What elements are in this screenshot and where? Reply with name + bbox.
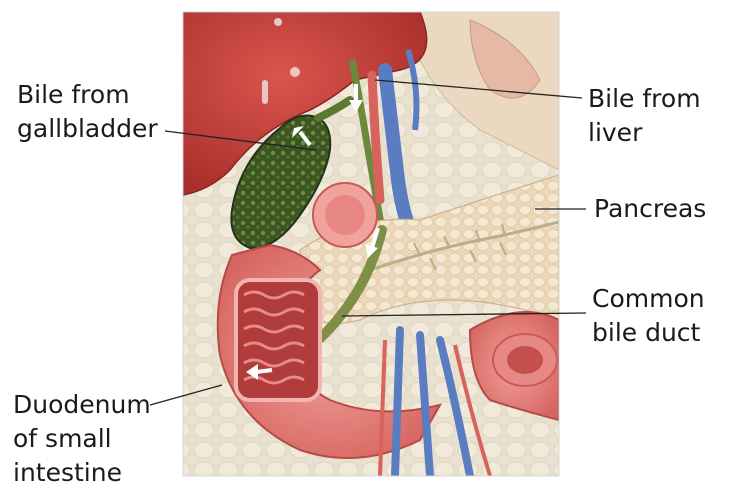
label-bile-from-liver: Bile from liver xyxy=(588,82,701,150)
label-common-bile-duct: Common bile duct xyxy=(592,282,705,350)
diagram-stage: Bile from gallbladder Bile from liver Pa… xyxy=(0,0,729,480)
label-bile-from-gallbladder: Bile from gallbladder xyxy=(17,78,158,146)
label-duodenum: Duodenum of small intestine xyxy=(13,388,151,490)
label-pancreas: Pancreas xyxy=(594,192,706,226)
